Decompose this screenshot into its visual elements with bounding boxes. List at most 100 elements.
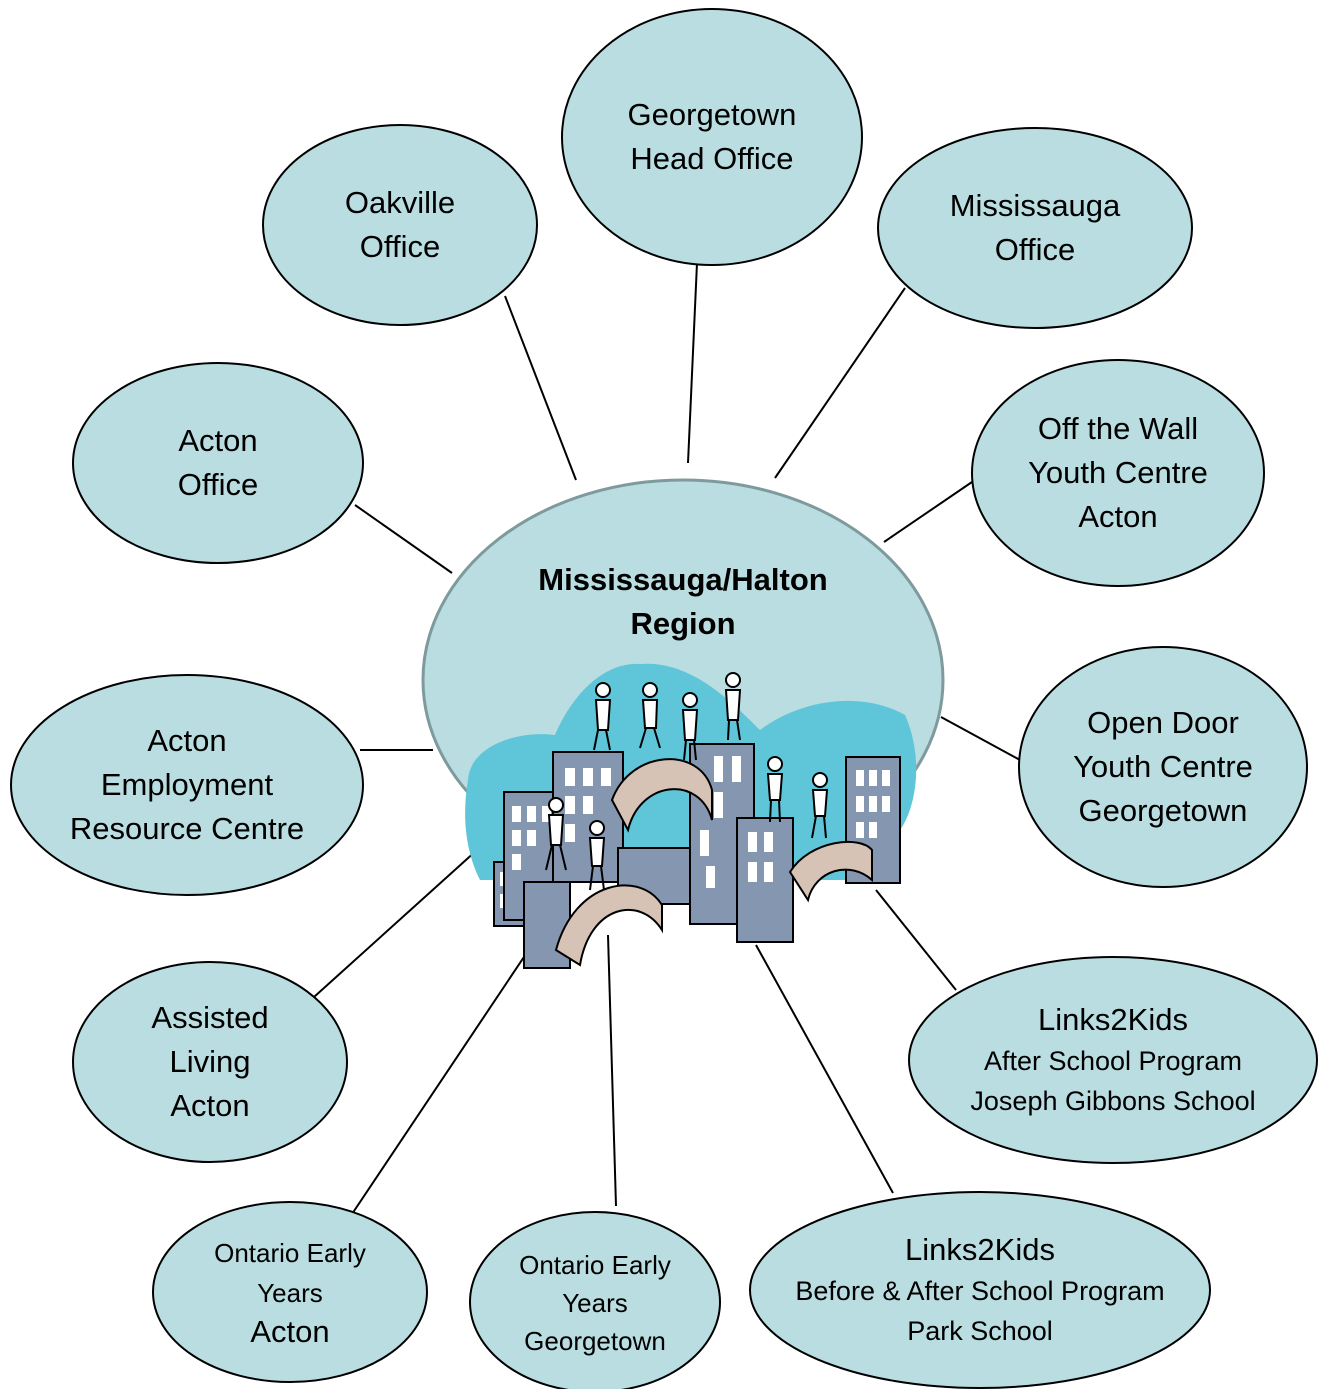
label-line: Youth Centre: [1073, 749, 1253, 784]
label-line: Off the Wall: [1038, 411, 1198, 446]
label-line: Youth Centre: [1028, 455, 1208, 490]
person-figure: [681, 692, 699, 761]
arch-bridge-right: [788, 840, 873, 903]
bubble-georgetown-head-office: [561, 8, 863, 266]
connector-off-the-wall-youth-centre: [883, 481, 973, 543]
label-line: Living: [170, 1044, 251, 1079]
person-figure: [766, 756, 784, 823]
label-line: Acton: [250, 1314, 329, 1349]
connector-links2kids-joseph-gibbons: [875, 889, 957, 991]
label-line: Georgetown: [1079, 793, 1248, 828]
person-figure: [639, 682, 661, 749]
person-figure: [545, 797, 567, 871]
label-line: Employment: [101, 767, 274, 802]
connector-ontario-early-years-acton: [349, 941, 535, 1218]
city-skyline-illustration: [465, 663, 917, 969]
label-line: Assisted: [151, 1000, 268, 1035]
connector-oakville-office: [504, 295, 577, 481]
arch-bridge-bottom-left: [554, 884, 663, 967]
connector-georgetown-head-office: [687, 262, 698, 464]
connector-assisted-living-acton: [313, 849, 478, 998]
label-line: After School Program: [984, 1046, 1242, 1076]
bubble-off-the-wall-youth-centre: [971, 359, 1265, 587]
label-line: Links2Kids: [905, 1232, 1055, 1267]
label-line: Office: [178, 467, 258, 502]
bubble-open-door-youth-centre: [1018, 646, 1308, 888]
bubble-ontario-early-years-acton: [152, 1201, 428, 1383]
center-title-line: Mississauga/Halton: [538, 562, 827, 597]
label-line: Ontario Early: [214, 1238, 366, 1268]
label-line: Acton: [170, 1088, 249, 1123]
label-line: Park School: [907, 1316, 1053, 1346]
label-line: Acton: [1078, 499, 1157, 534]
label-line: Links2Kids: [1038, 1002, 1188, 1037]
person-figure: [811, 772, 829, 839]
label-line: Office: [995, 232, 1075, 267]
connector-open-door-youth-centre: [940, 716, 1021, 761]
bubble-mississauga-office: [877, 127, 1193, 329]
connector-ontario-early-years-georgetown: [607, 934, 617, 1207]
connector-links2kids-park-school: [755, 944, 894, 1194]
arch-bridge-top: [610, 758, 713, 833]
bubble-acton-employment-resource-centre: [10, 674, 364, 896]
label-line: Ontario Early: [519, 1250, 671, 1280]
bubble-ontario-early-years-georgetown: [469, 1211, 721, 1389]
label-line: Before & After School Program: [795, 1276, 1164, 1306]
label-line: Years: [562, 1288, 628, 1318]
person-figure: [588, 820, 606, 891]
people-figures: [545, 672, 829, 891]
label-line: Resource Centre: [70, 811, 304, 846]
bubble-oakville-office: [262, 124, 538, 326]
label-line: Open Door: [1087, 705, 1239, 740]
connectors: [313, 262, 1021, 1218]
label-line: Georgetown: [524, 1326, 666, 1356]
bubble-links2kids-joseph-gibbons: [908, 956, 1318, 1164]
label-line: Acton: [178, 423, 257, 458]
label-line: Acton: [147, 723, 226, 758]
center-title-line: Region: [630, 606, 735, 641]
label-line: Head Office: [630, 141, 793, 176]
connector-mississauga-office: [774, 287, 906, 479]
bubble-links2kids-park-school: [749, 1191, 1211, 1389]
label-line: Georgetown: [628, 97, 797, 132]
connector-acton-office: [354, 504, 453, 574]
label-line: Years: [257, 1278, 323, 1308]
label-line: Joseph Gibbons School: [970, 1086, 1255, 1116]
building-center-right: [736, 817, 794, 943]
person-figure: [724, 672, 742, 741]
bubble-assisted-living-acton: [72, 961, 348, 1163]
bubble-acton-office: [72, 362, 364, 564]
label-line: Mississauga: [950, 188, 1121, 223]
person-figure: [593, 682, 612, 751]
label-line: Oakville: [345, 185, 455, 220]
label-line: Office: [360, 229, 440, 264]
